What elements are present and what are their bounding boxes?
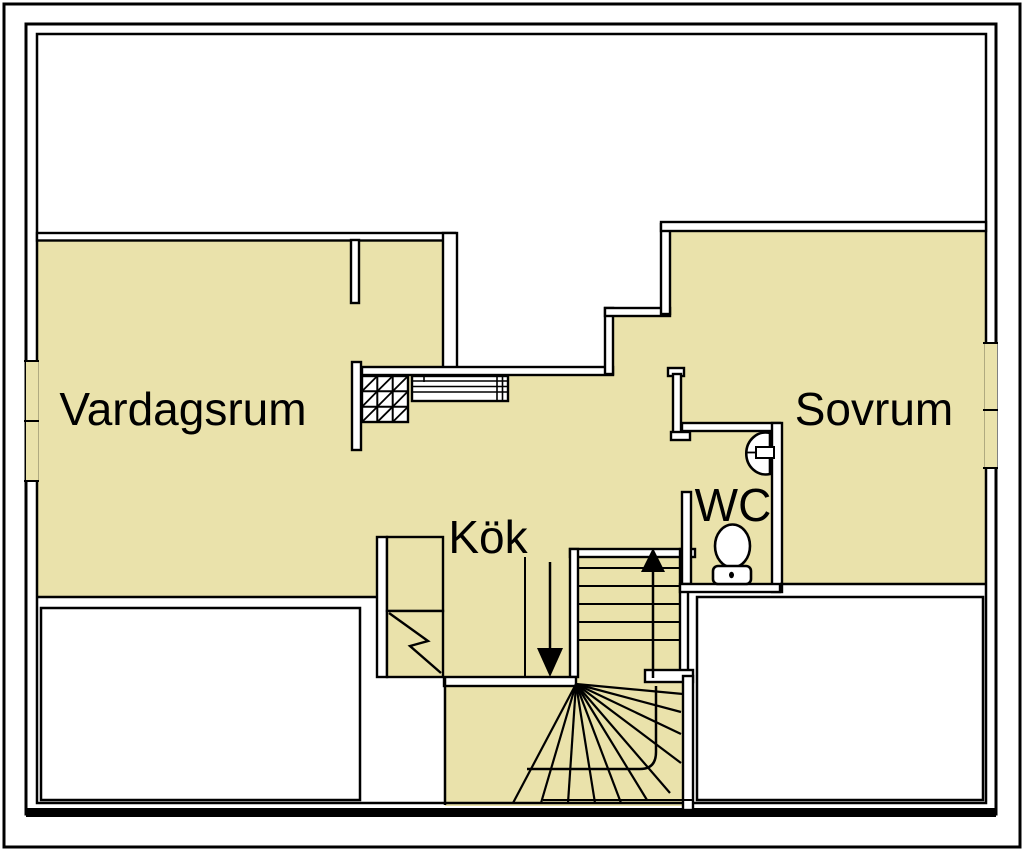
closet-zigzag [388,612,442,674]
wall-kitchen-top [360,365,615,377]
window-left [24,360,39,482]
living-room-label: Vardagsrum [59,383,306,435]
hall-room-void [37,597,377,806]
room-outlines [37,582,986,805]
wall-step-vertical [603,306,615,376]
wall-stair-right-lower [681,674,695,812]
wall-livingroom-right [441,231,459,378]
toilet-icon [711,523,753,586]
sink-icon [744,431,775,476]
bottom-right-room-outline [695,595,985,802]
closet-upper-cell [385,535,445,613]
interior-walls [35,220,988,812]
wall-closet-left [375,535,389,679]
void-areas [37,34,986,806]
stair-down-arrow-icon [537,562,563,677]
wall-bedroom-top [659,220,988,233]
wall-wc-top [680,421,782,433]
wall-stub-b [350,360,363,452]
top-void [37,34,986,370]
window-right-glass [985,343,997,468]
stair-winder-fan [512,682,684,804]
house-bottom-wall-band [26,808,996,817]
kitchen-label: Kök [448,511,528,563]
wall-wc-left [680,490,693,586]
below-closet-void [377,677,445,806]
fireplace-icon [360,374,410,424]
wall-livingroom-top [35,231,457,242]
wall-wc-stub [671,372,683,436]
bottom-right-room-void [688,584,986,806]
hall-room-outline [39,606,362,802]
room-labels: Vardagsrum Sovrum Kök WC [59,383,953,563]
stair-winder-stringer [527,686,658,771]
wall-bedroom-left [659,222,672,316]
window-right [983,342,998,469]
sideboard-icon [410,374,510,403]
wall-stair-top [568,547,697,559]
staircase [512,548,684,804]
wall-wc-stub-cap-bottom [669,430,692,442]
wc-label: WC [695,479,772,531]
kitchen-closet [385,535,445,679]
fireplace-hatch-lines [361,375,409,423]
stair-up-arrow-icon [641,548,665,678]
wall-kitchen-stair-band [442,675,578,688]
wall-stub-a [349,238,361,305]
wall-stair-left [568,547,580,679]
bedroom-label: Sovrum [795,383,953,435]
